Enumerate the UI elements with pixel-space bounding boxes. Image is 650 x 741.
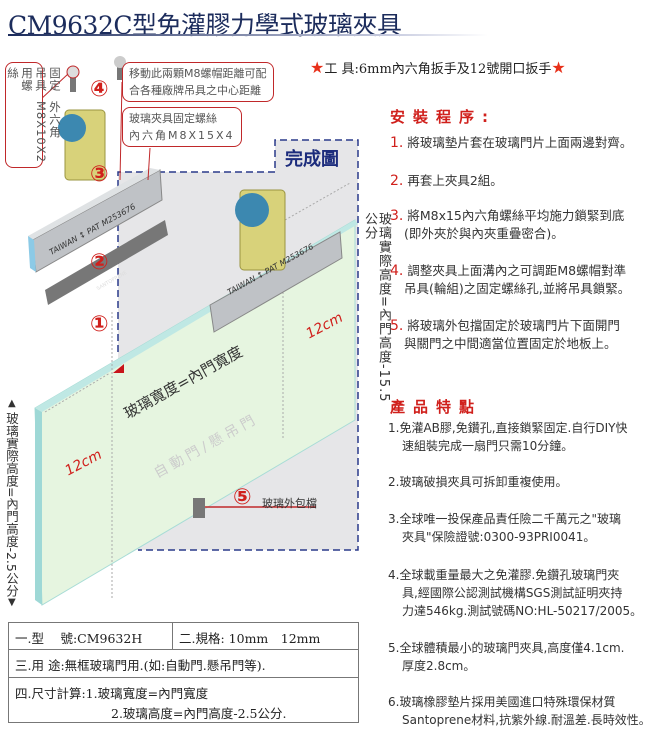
tools-text: 工 具:6mm內六角扳手及12號開口扳手	[324, 62, 552, 77]
marker-1: ①	[90, 312, 109, 337]
feature-line: 2.玻璃破損夾具可拆卸重複使用。	[388, 475, 568, 489]
screw-icon	[70, 72, 76, 92]
feature-1: 1.免灌AB膠,免鑽孔,直接鎖緊固定.自行DIY快速組裝完成一扇門只需10分鐘。	[388, 419, 627, 455]
callout-clamp-screw: 玻璃夾具固定螺絲 內六角M8X15X4	[122, 107, 242, 147]
step-text: 將M8x15內六角螺絲平均施力鎖緊到底	[407, 208, 625, 223]
callout-line: 合各種廠牌吊具之中心距離	[129, 84, 261, 97]
install-step-2: 2. 再套上夾具2組。	[390, 172, 503, 190]
marker-5: ⑤	[233, 485, 252, 510]
leader-line	[119, 81, 123, 181]
feature-line: 5.全球體積最小的玻璃門夾具,高度僅4.1cm.	[388, 641, 625, 655]
install-step-3: 3. 將M8x15內六角螺絲平均施力鎖緊到底 (即外夾於與內夾重疊密合)。	[390, 207, 624, 243]
feature-line: 具,經國際公認測試機構SGS測試証明夾持	[402, 586, 623, 600]
step-text: 吊具(輪組)之固定螺絲孔,並將吊具鎖緊。	[404, 281, 631, 296]
assembly-diagram	[28, 56, 359, 606]
left-height-label: 玻璃實際高度=內門高度-2.5公分	[4, 412, 19, 597]
feature-line: 速組裝完成一扇門只需10分鐘。	[402, 439, 574, 453]
callout-move-nut: 移動此兩顆M8螺帽距離可配 合各種廠牌吊具之中心距離	[122, 62, 274, 102]
hanger-wheel	[235, 193, 269, 227]
screw-spec-box: 固定吊具用螺絲 外六角M8X10X2	[5, 62, 62, 168]
spec-size: 二.規格: 10mm 12mm	[179, 631, 321, 646]
leader-line	[147, 147, 151, 181]
title-underline	[8, 34, 488, 36]
marker-2: ②	[90, 250, 109, 275]
page-title: CM9632C型免灌膠力學式玻璃夾具	[8, 11, 402, 40]
spec-model: 一.型 號:CM9632H	[9, 623, 173, 649]
step-text: 與關門之中間適當位置固定於地板上。	[404, 336, 617, 351]
callout-line: 玻璃夾具固定螺絲	[129, 112, 217, 125]
step-number: 5.	[390, 318, 404, 334]
step-text: 將玻璃外包擋固定於玻璃門片下面開門	[407, 318, 620, 333]
hanger-wheel	[58, 114, 86, 142]
marker-3: ③	[90, 162, 109, 187]
step-number: 4.	[390, 263, 404, 279]
callout-line: 內六角M8X15X4	[129, 129, 235, 142]
dimension-line	[44, 372, 111, 413]
spec-calc-1: 四.尺寸計算:1.玻璃寬度=內門寬度	[15, 686, 209, 701]
right-height-label: 玻璃實際高度=內門高度-15.5公分	[362, 212, 391, 403]
feature-4: 4.全球載重量最大之免灌膠.免鑽孔玻璃門夾具,經國際公認測試機構SGS測試証明夾…	[388, 566, 642, 620]
marker-4: ④	[90, 77, 109, 102]
feature-line: Santoprene材料,抗紫外線.耐溫差.長時效性。	[402, 713, 650, 727]
feature-line: 4.全球載重量最大之免灌膠.免鑽孔玻璃門夾	[388, 568, 620, 582]
feature-line: 力達546kg.測試號碼NO:HL-50217/2005。	[402, 604, 643, 618]
step-text: 將玻璃墊片套在玻璃門片上面兩邊對齊。	[407, 135, 633, 150]
screw-icon	[66, 65, 80, 79]
step-text: 再套上夾具2組。	[407, 173, 503, 188]
step-number: 3.	[390, 208, 404, 224]
step-text: (即外夾於與內夾重疊密合)。	[404, 226, 564, 241]
install-step-4: 4. 調整夾具上面溝內之可調距M8螺帽對準吊具(輪組)之固定螺絲孔,並將吊具鎖緊…	[390, 262, 630, 298]
tools-line: ★工 具:6mm內六角扳手及12號開口扳手★	[310, 58, 566, 77]
screw-icon	[117, 62, 123, 80]
install-step-5: 5. 將玻璃外包擋固定於玻璃門片下面開門與關門之中間適當位置固定於地板上。	[390, 317, 620, 353]
dimension-line	[284, 182, 351, 221]
width-marker-icon	[113, 364, 124, 373]
complete-label: 完成圖	[285, 149, 339, 170]
feature-line: 6.玻璃橡膠墊片採用美國進口特殊環保材質	[388, 695, 616, 709]
gasket-edge	[28, 236, 36, 272]
step-number: 2.	[390, 173, 404, 189]
spec-calc-2: 2.玻璃高度=內門高度-2.5公分.	[111, 706, 287, 721]
outer-guard-block	[193, 498, 205, 518]
arrow-up-icon: ▲	[8, 398, 16, 409]
callout-line: 移動此兩顆M8螺帽距離可配	[129, 67, 267, 80]
screw-spec-line: 固定吊具用螺絲	[6, 67, 62, 92]
feature-line: 厚度2.8cm。	[402, 659, 476, 673]
step-text: 調整夾具上面溝內之可調距M8螺帽對準	[407, 263, 627, 278]
gasket-strip	[45, 220, 168, 305]
arrow-down-icon: ▼	[8, 597, 16, 608]
install-step-1: 1. 將玻璃墊片套在玻璃門片上面兩邊對齊。	[390, 134, 632, 152]
feature-line: 3.全球唯一投保產品責任險二千萬元之"玻璃	[388, 512, 621, 526]
feature-line: 1.免灌AB膠,免鑽孔,直接鎖緊固定.自行DIY快	[388, 421, 628, 435]
spec-table: 一.型 號:CM9632H 二.規格: 10mm 12mm 三.用 途:無框玻璃…	[8, 622, 359, 723]
outer-guard-label: 玻璃外包檔	[262, 497, 317, 510]
clamp-rail-assembled	[209, 231, 343, 333]
install-heading: 安裝程序:	[390, 108, 496, 126]
step-number: 1.	[390, 135, 404, 151]
spec-usage: 三.用 途:無框玻璃門用.(如:自動門.懸吊門等).	[15, 658, 266, 673]
complete-dashed-border	[117, 139, 359, 551]
star-icon: ★	[310, 58, 325, 77]
feature-line: 夾具"保險證號:0300-93PRI0041。	[402, 530, 596, 544]
feature-6: 6.玻璃橡膠墊片採用美國進口特殊環保材質 Santoprene材料,抗紫外線.耐溫…	[388, 693, 650, 729]
feature-2: 2.玻璃破損夾具可拆卸重複使用。	[388, 473, 567, 491]
feature-3: 3.全球唯一投保產品責任險二千萬元之"玻璃夾具"保險證號:0300-93PRI0…	[388, 510, 621, 546]
star-icon: ★	[551, 58, 566, 77]
clamp-rail-top	[28, 168, 160, 240]
feature-5: 5.全球體積最小的玻璃門夾具,高度僅4.1cm. 厚度2.8cm。	[388, 639, 624, 675]
glass-edge	[35, 408, 42, 605]
screw-spec-line: 外六角M8X10X2	[34, 101, 62, 163]
leader-line	[39, 73, 69, 101]
features-heading: 產品特點	[390, 398, 483, 416]
